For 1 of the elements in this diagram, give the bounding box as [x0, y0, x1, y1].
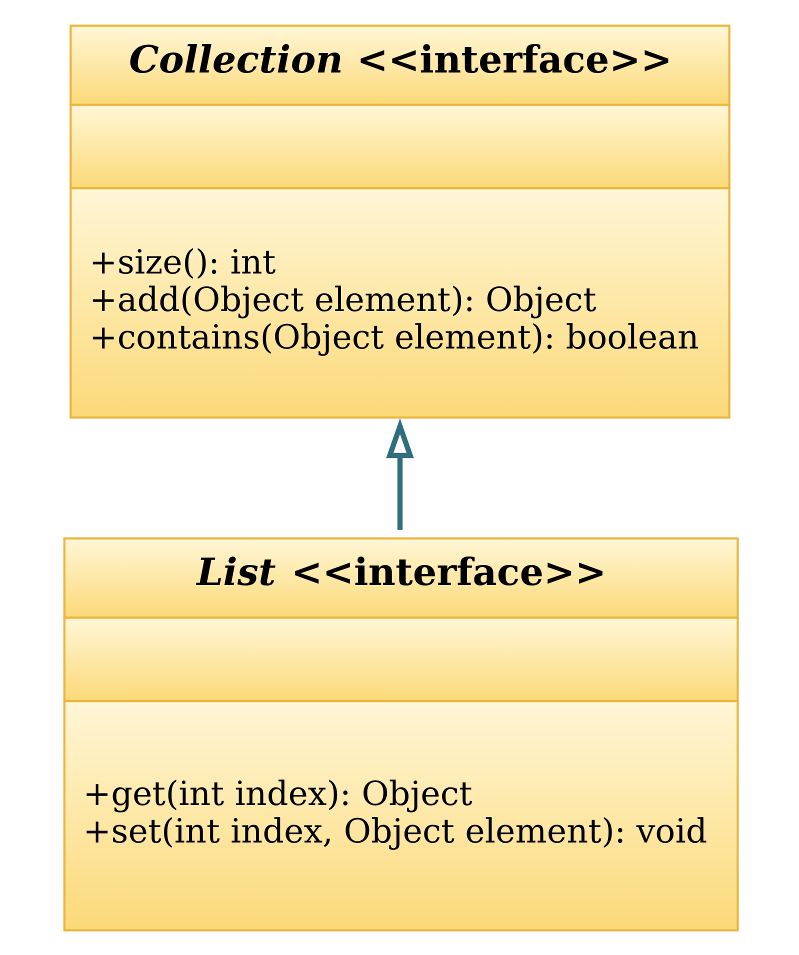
arrow [386, 418, 414, 530]
